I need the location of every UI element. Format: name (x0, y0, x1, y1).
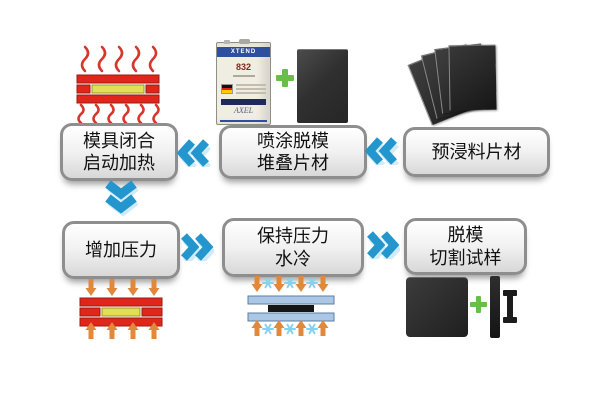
heat-waves-top-icon (80, 45, 158, 73)
can-brand-label: XTEND (217, 47, 270, 57)
step-label-line: 喷涂脱模 (257, 130, 329, 151)
can-model-label: 832 (235, 62, 252, 72)
double-chevron-down-icon (105, 180, 138, 217)
step-label-line: 模具闭合 (83, 130, 155, 151)
release-agent-can-image: XTEND 832 AXEL (216, 39, 271, 125)
mold-plates-hot-icon (76, 74, 160, 104)
german-flag-icon (221, 84, 233, 94)
prepreg-stack-image (407, 43, 500, 126)
double-chevron-right-icon (367, 231, 400, 259)
step-label-line: 堆叠片材 (257, 153, 329, 173)
step-label-line: 增加压力 (85, 239, 157, 260)
cooling-press-illustration (247, 276, 335, 336)
plus-icon (276, 69, 294, 87)
plus-icon (470, 296, 487, 313)
cut-strip-specimen-image (490, 276, 500, 338)
step-box-hold-pressure-water-cool: 保持压力 水冷 (222, 218, 364, 277)
step-label-line: 保持压力 (257, 226, 329, 246)
can-fineprint-bar (232, 75, 255, 77)
double-chevron-left-icon (364, 137, 399, 165)
stack-sheet (448, 44, 497, 111)
step-box-demold-cut-specimens: 脱模 切割试样 (404, 218, 527, 275)
molded-plate-image (406, 277, 468, 337)
can-maker-logo: AXEL (233, 106, 254, 115)
step-label-line: 切割试样 (429, 247, 502, 268)
cold-mold-plates-icon (247, 295, 335, 322)
pressure-arrows-down-icon (85, 279, 160, 296)
step-box-prepreg-sheets: 预浸料片材 (403, 127, 550, 177)
heat-waves-bottom-icon (77, 103, 160, 124)
pressure-arrows-up-icon (251, 320, 329, 336)
step-label-line: 预浸料片材 (431, 141, 522, 162)
can-fineprint-lines (236, 82, 266, 96)
step-label-line: 水冷 (275, 248, 311, 269)
prepreg-sheet-image (297, 49, 348, 123)
pressure-arrows-down-icon (251, 276, 329, 292)
can-spout (239, 39, 250, 44)
dogbone-specimen-icon (503, 290, 517, 323)
can-dark-stripe (221, 99, 266, 105)
step-label-line: 脱模 (447, 225, 484, 245)
pressure-arrows-up-icon (85, 322, 160, 339)
hot-press-pressure-illustration (79, 279, 163, 339)
mold-plates-hot-icon (79, 297, 163, 327)
snowflake-icons-top (262, 277, 318, 289)
step-box-increase-pressure: 增加压力 (62, 221, 180, 279)
step-box-mold-close-heat: 模具闭合 启动加热 (60, 123, 178, 181)
step-box-spray-release-stack: 喷涂脱模 堆叠片材 (219, 125, 367, 179)
can-footer-line (220, 120, 267, 122)
snowflake-icons-bottom (262, 323, 318, 335)
heated-mold-illustration (76, 45, 160, 124)
double-chevron-left-icon (176, 139, 211, 167)
can-handle-nub (224, 40, 230, 44)
double-chevron-right-icon (181, 233, 214, 261)
step-label-line: 启动加热 (83, 153, 155, 173)
